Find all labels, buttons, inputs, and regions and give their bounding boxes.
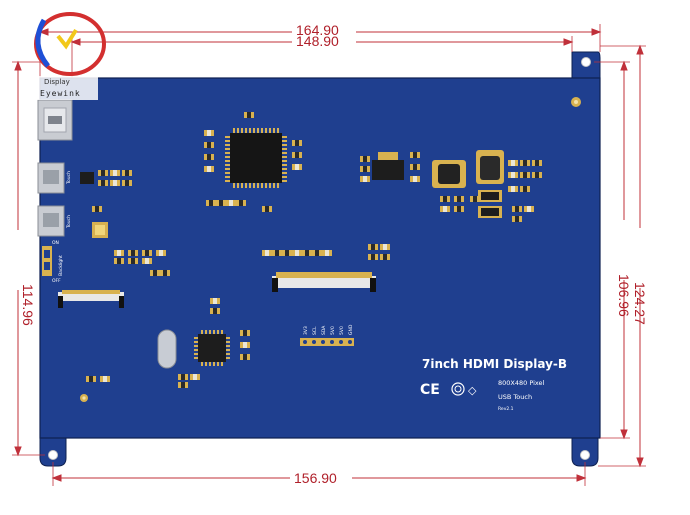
touch-label-2: Touch	[66, 215, 72, 229]
header-pin-label: SDA	[321, 325, 327, 335]
header-pin-label: SCL	[312, 326, 318, 335]
switch-off-label: OFF	[52, 278, 61, 284]
backlight-label: Backlight	[58, 255, 64, 276]
svg-text:◇: ◇	[468, 384, 477, 397]
power-mosfets	[478, 190, 502, 218]
inductor-2	[476, 150, 504, 184]
mounting-hole-bottom-right	[580, 450, 590, 460]
inductor-1	[432, 160, 466, 188]
lcd-fpc-connector	[272, 272, 376, 292]
resolution-label: 800X480 Pixel	[498, 379, 545, 387]
secondary-chip	[194, 330, 230, 366]
eyewink-logo: Display Eyewink	[34, 12, 106, 100]
outer-width-dimension: 164.90	[296, 22, 339, 38]
display-label: Display	[44, 78, 70, 86]
switch-on-label: ON	[52, 240, 59, 246]
logo-text: Eyewink	[40, 89, 81, 98]
touch-fpc-connector	[58, 290, 124, 308]
bottom-width-dimension: 156.90	[294, 470, 337, 486]
passive-components	[86, 112, 542, 388]
left-height-dimension: 114.96	[20, 284, 36, 326]
header-pin-label: 5V0	[339, 326, 345, 335]
ce-mark: CE ◇	[420, 382, 477, 398]
crystal-oscillator	[157, 329, 177, 369]
header-pin-label: 3V3	[303, 326, 309, 335]
usb-touch-label: USB Touch	[498, 393, 532, 401]
mounting-hole-bottom-left	[48, 450, 58, 460]
inner-width-dimension: 148.90	[296, 33, 339, 49]
micro-usb-power-connector	[37, 205, 65, 237]
board-title: 7inch HDMI Display-B	[422, 357, 567, 371]
backlight-switch	[42, 246, 52, 276]
gpio-header	[300, 338, 354, 346]
main-controller-chip	[225, 128, 287, 188]
header-pin-label: 5V0	[330, 326, 336, 335]
hdmi-connector	[37, 99, 73, 141]
touch-controller-chip	[92, 222, 108, 238]
right-inner-height-dimension: 106.96	[616, 274, 632, 317]
mounting-hole-top-right	[581, 57, 591, 67]
usb-hub-chip	[80, 172, 94, 184]
header-pin-label: GND	[348, 324, 354, 335]
revision-label: Rev2.1	[498, 406, 514, 412]
regulator-chip	[372, 152, 404, 180]
micro-usb-touch-connector	[37, 162, 65, 194]
right-outer-height-dimension: 124.27	[632, 282, 648, 325]
touch-label-1: Touch	[66, 171, 72, 185]
svg-text:CE: CE	[420, 382, 440, 398]
